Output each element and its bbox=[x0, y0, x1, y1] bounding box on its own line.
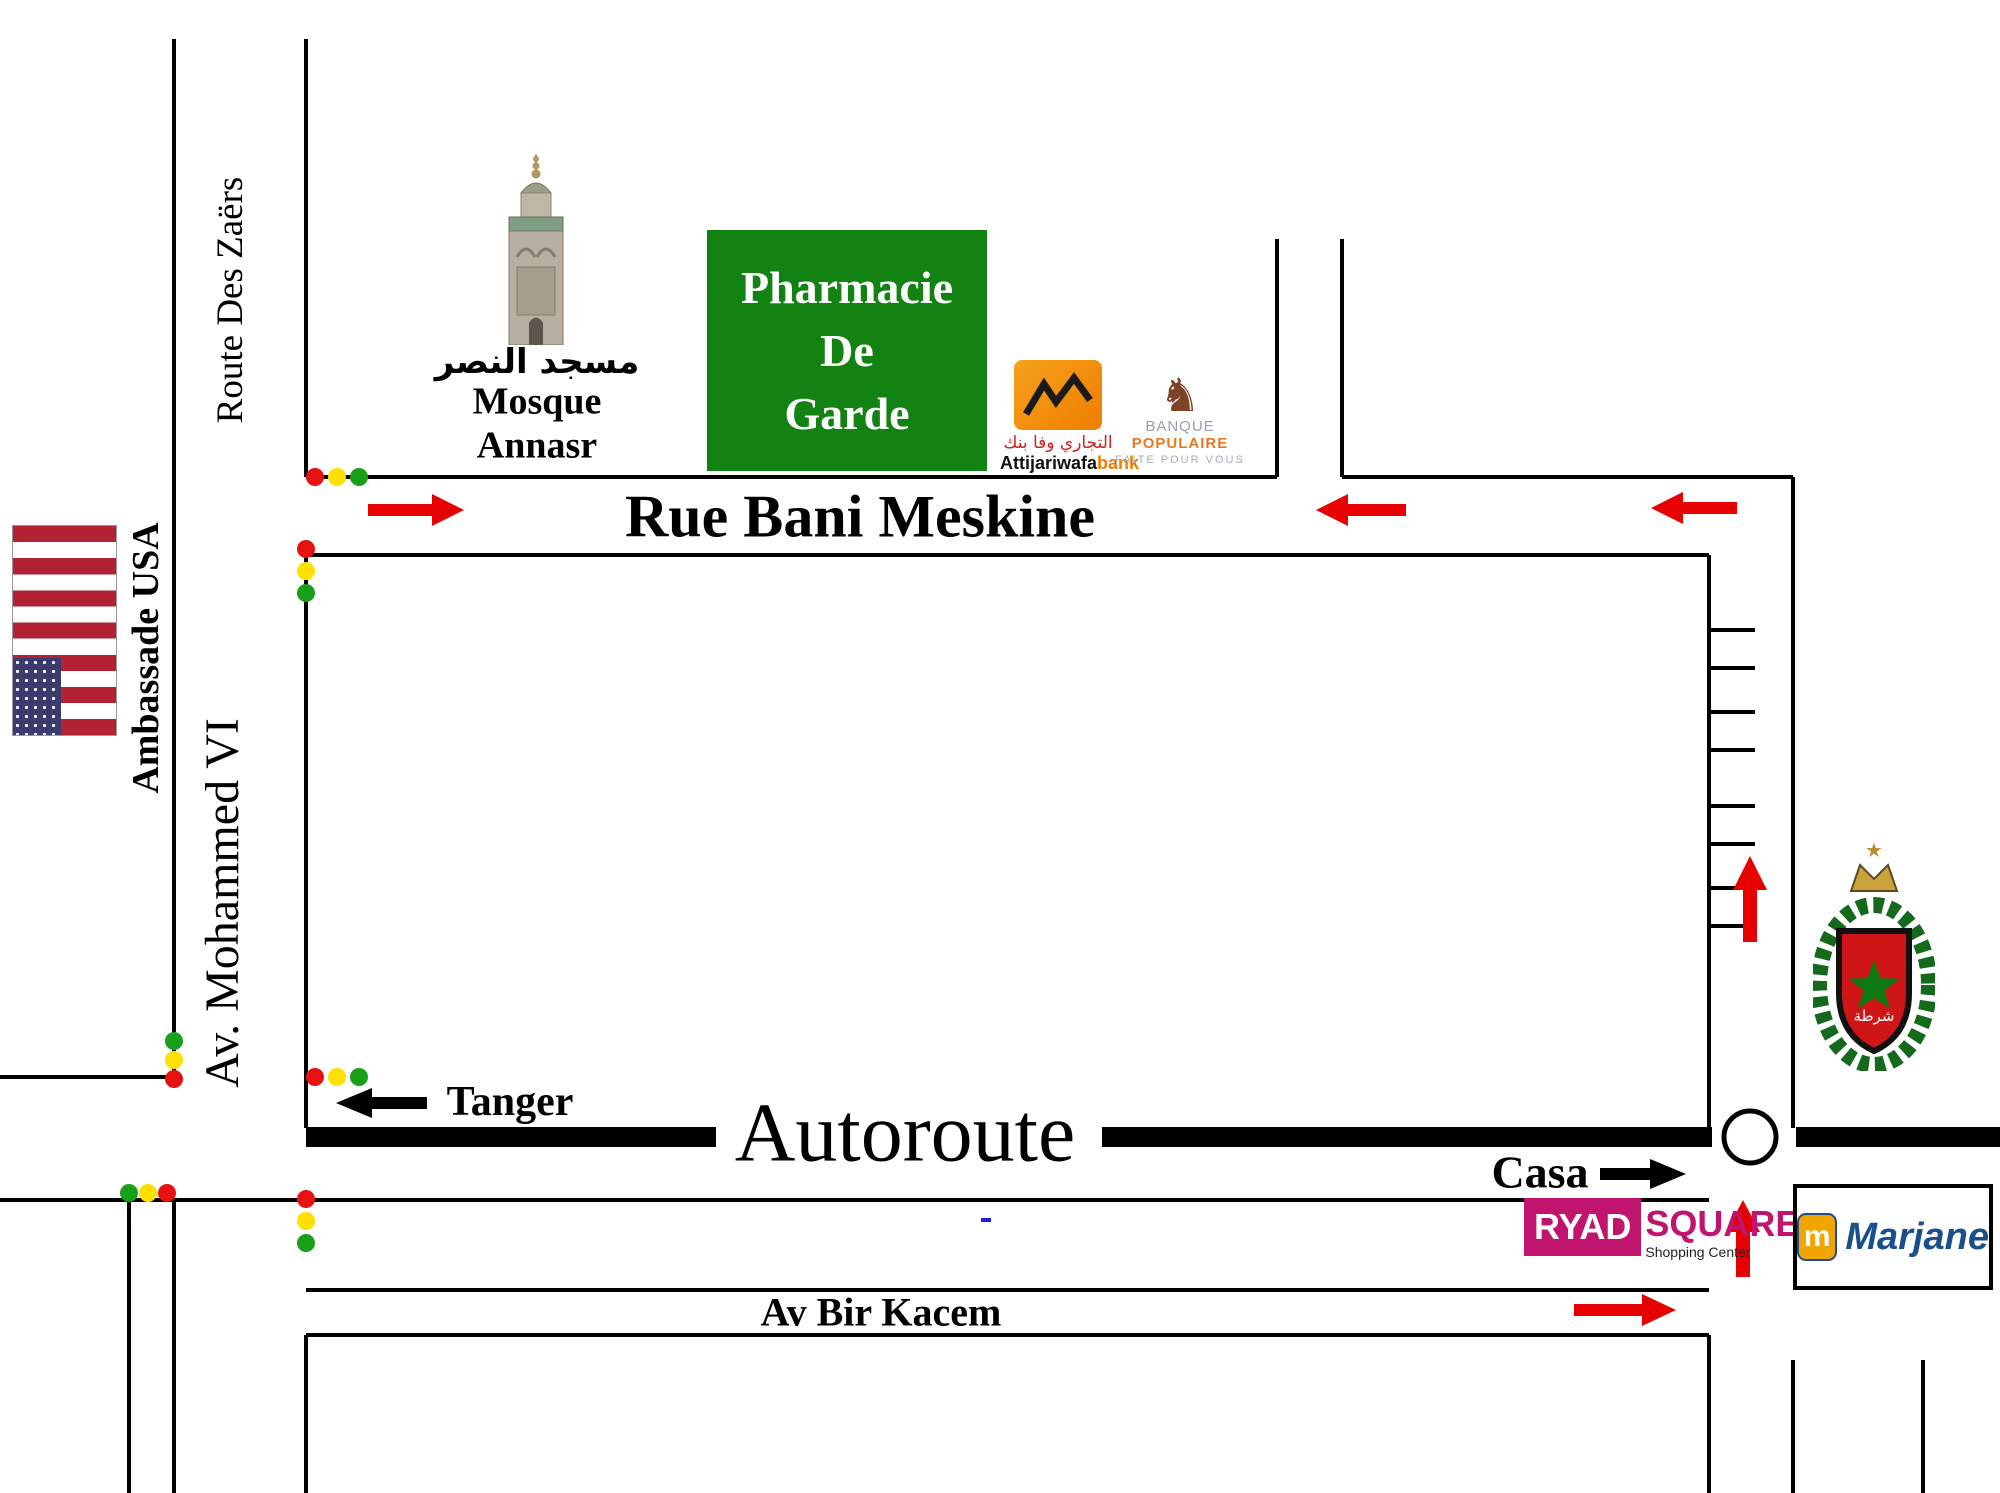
traffic-light-red bbox=[306, 1068, 324, 1086]
attijariwafa-logo-icon bbox=[1014, 360, 1102, 430]
banque-populaire-word1: BANQUE bbox=[1145, 418, 1215, 435]
pharmacie-line3: Garde bbox=[784, 388, 910, 439]
attijariwafa-name-suffix: bank bbox=[1097, 453, 1140, 473]
usa-flag-canton bbox=[13, 657, 62, 735]
ryad-square-word1: RYAD bbox=[1524, 1198, 1642, 1256]
attijariwafa-bank-logo: التجاري وفا بنك Attijariwafabank bbox=[1000, 360, 1139, 474]
mosque-label: Mosque Annasr bbox=[473, 380, 602, 467]
street-label-rue-bani-meskine: Rue Bani Meskine bbox=[624, 483, 1096, 550]
arrow-east-casa-icon bbox=[1600, 1159, 1686, 1189]
traffic-light-yellow bbox=[165, 1051, 183, 1069]
traffic-light-red bbox=[297, 540, 315, 558]
road-lines bbox=[0, 39, 1925, 1493]
street-label-av-bir-kacem: Av Bir Kacem bbox=[760, 1289, 1002, 1335]
autoroute-direction-arrows bbox=[336, 1088, 1686, 1189]
traffic-light-red bbox=[158, 1184, 176, 1202]
arrow-east-av-bir-kacem-icon bbox=[1574, 1294, 1676, 1326]
arrow-east-rue-bani-meskine-icon bbox=[368, 494, 464, 526]
arrow-north-to-roundabout-icon bbox=[1726, 1200, 1760, 1277]
green-star-icon bbox=[1848, 960, 1900, 1009]
marjane-name: Marjane bbox=[1845, 1215, 1989, 1258]
traffic-light-red bbox=[165, 1070, 183, 1088]
traffic-light-red bbox=[297, 1190, 315, 1208]
traffic-light-rbm-west bbox=[306, 468, 368, 486]
direction-arrows bbox=[368, 492, 1767, 1326]
label-tanger-direction: Tanger bbox=[446, 1079, 574, 1125]
mosque-label-line1: Mosque bbox=[472, 380, 602, 423]
crown-star-icon: ★ bbox=[1865, 840, 1883, 862]
blue-mark bbox=[981, 1218, 991, 1222]
label-ambassade-usa: Ambassade USA bbox=[125, 522, 167, 794]
label-casa-direction: Casa bbox=[1491, 1146, 1589, 1198]
ryad-square-logo: RYAD SQUARE Shopping Center bbox=[1524, 1198, 1799, 1260]
traffic-light-yellow bbox=[328, 468, 346, 486]
traffic-light-green bbox=[350, 1068, 368, 1086]
traffic-light-yellow bbox=[328, 1068, 346, 1086]
traffic-light-lower-road bbox=[297, 1190, 315, 1252]
traffic-light-autoroute-north bbox=[306, 1068, 368, 1086]
traffic-light-yellow bbox=[297, 562, 315, 580]
traffic-light-yellow bbox=[297, 1212, 315, 1230]
traffic-light-mohammedvi bbox=[165, 1032, 183, 1088]
attijariwafa-name-main: Attijariwafa bbox=[1000, 453, 1098, 473]
banque-populaire-word2: POPULAIRE bbox=[1131, 435, 1229, 452]
banque-populaire-tagline: FAITE POUR VOUS bbox=[1115, 454, 1245, 466]
mosque-label-arabic: مسجد النصر bbox=[434, 342, 640, 382]
attijariwafa-name: Attijariwafabank bbox=[1000, 453, 1139, 474]
pharmacie-line2: De bbox=[820, 325, 874, 376]
street-label-route-des-zaers: Route Des Zaërs bbox=[209, 176, 251, 424]
attijariwafa-arabic-text: التجاري وفا بنك bbox=[1003, 433, 1113, 453]
crown-icon bbox=[1849, 863, 1899, 892]
traffic-light-red bbox=[306, 468, 324, 486]
usa-flag-icon bbox=[13, 526, 116, 735]
ryad-square-tagline: Shopping Center bbox=[1645, 1243, 1751, 1260]
marjane-logo-icon: m bbox=[1797, 1213, 1838, 1261]
autoroute-bar bbox=[306, 1127, 2000, 1147]
mosque-label-line2: Annasr bbox=[476, 424, 598, 466]
traffic-light-green bbox=[165, 1032, 183, 1050]
arrow-north-right-road-icon bbox=[1733, 856, 1767, 942]
street-label-av-mohammed-vi: Av. Mohammed VI bbox=[195, 718, 249, 1088]
traffic-light-green bbox=[297, 584, 315, 602]
traffic-light-yellow bbox=[139, 1184, 157, 1202]
roundabout bbox=[1721, 1108, 1779, 1166]
traffic-light-green bbox=[297, 1234, 315, 1252]
mosque-minaret-illustration bbox=[508, 155, 564, 345]
banque-populaire-name: BANQUE POPULAIRE bbox=[1110, 418, 1250, 452]
traffic-light-green bbox=[350, 468, 368, 486]
moroccan-police-emblem: ★ شرطة bbox=[1813, 840, 1935, 1071]
banque-populaire-horse-icon: ♞ bbox=[1159, 369, 1201, 421]
arrow-west-rue-bani-meskine-icon bbox=[1316, 494, 1406, 526]
emblem-arabic-text: شرطة bbox=[1854, 1007, 1895, 1025]
pharmacie-de-garde-sign: Pharmacie De Garde bbox=[707, 230, 987, 471]
arrow-west-tanger-icon bbox=[336, 1088, 427, 1118]
traffic-light-green bbox=[120, 1184, 138, 1202]
street-label-autoroute: Autoroute bbox=[734, 1086, 1076, 1180]
arrow-west-rbm-east-end-icon bbox=[1651, 492, 1737, 524]
marjane-store: m Marjane bbox=[1793, 1184, 1993, 1290]
attijariwafa-zigzag-icon bbox=[1022, 372, 1093, 416]
traffic-light-lower-left bbox=[120, 1184, 176, 1202]
traffic-light-rbm-south bbox=[297, 540, 315, 602]
laurel-wreath bbox=[1813, 897, 1935, 1071]
pharmacie-line1: Pharmacie bbox=[740, 262, 954, 313]
banque-populaire-logo: ♞ BANQUE POPULAIRE FAITE POUR VOUS bbox=[1110, 372, 1250, 466]
ryad-square-word2: SQUARE bbox=[1645, 1203, 1800, 1244]
